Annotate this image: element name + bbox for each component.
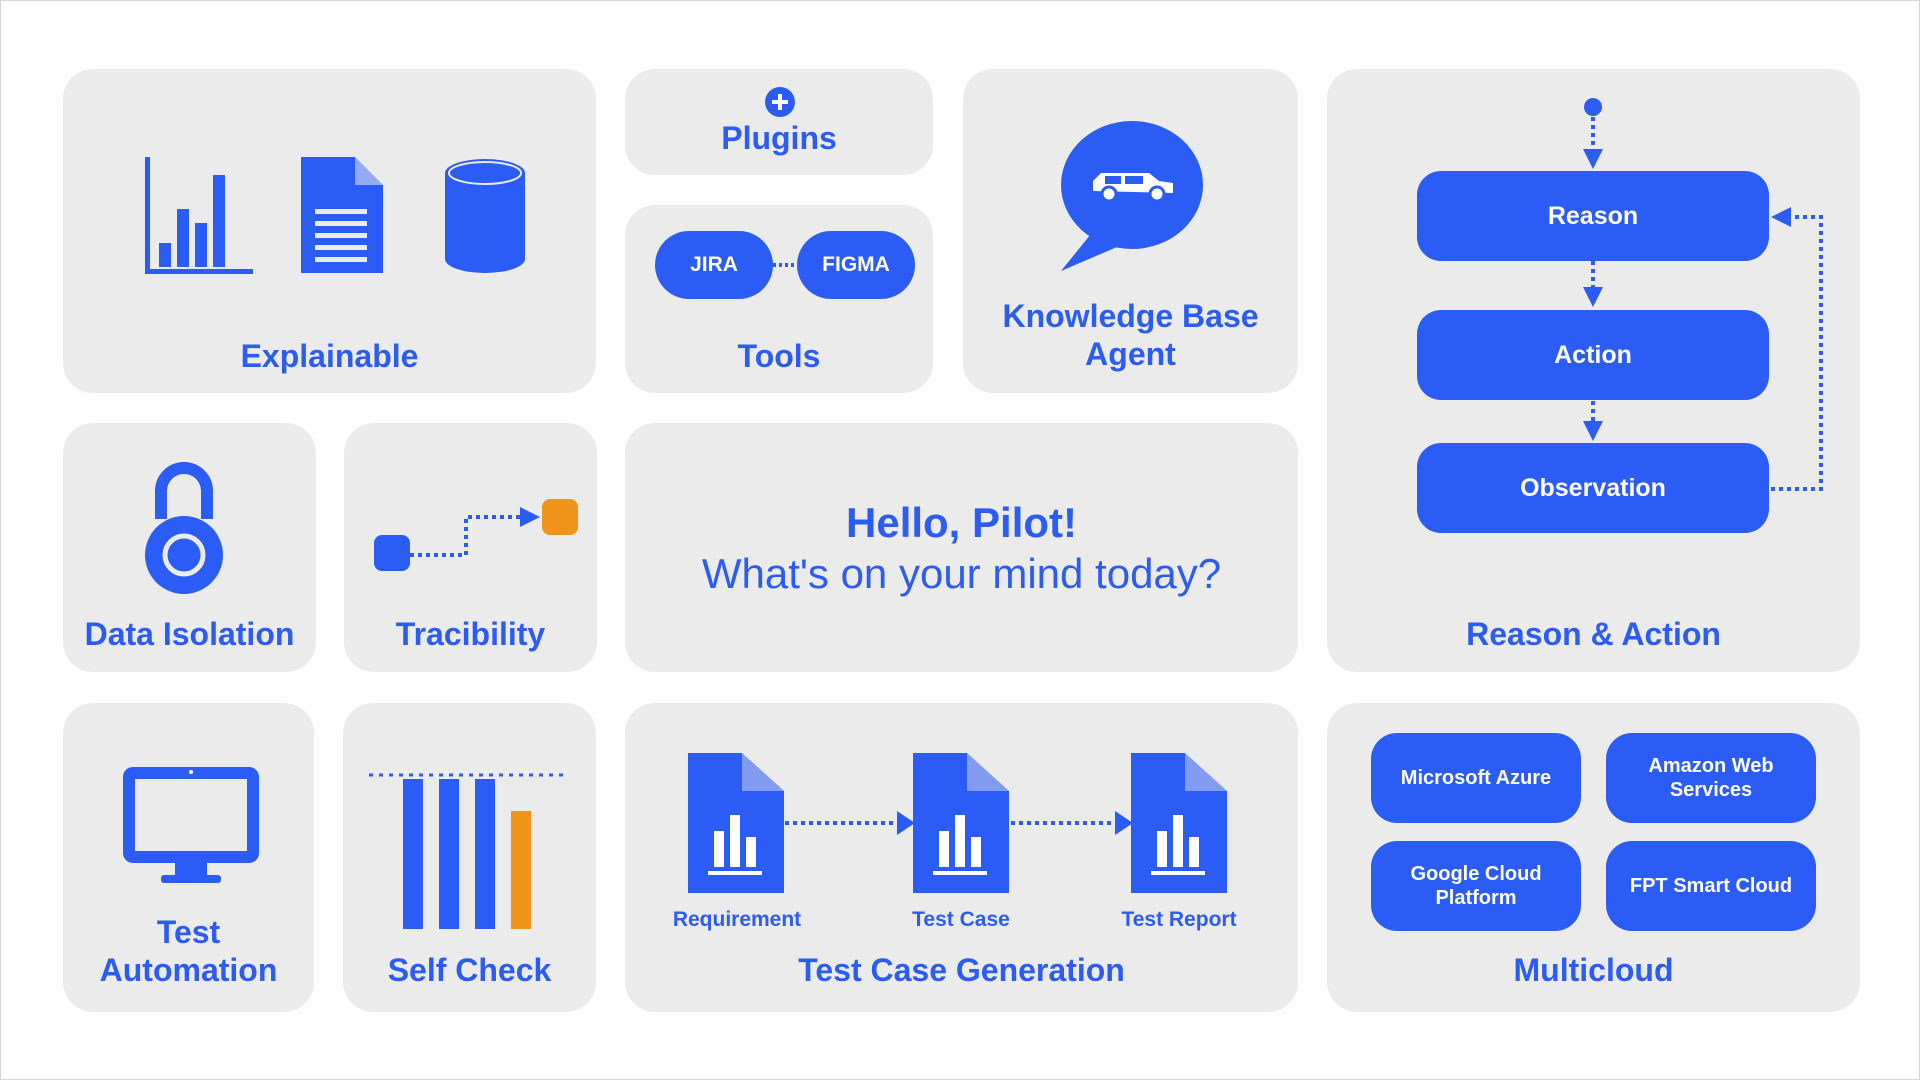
provider-google-cloud-platform[interactable]: Google Cloud Platform	[1371, 841, 1581, 931]
provider-microsoft-azure[interactable]: Microsoft Azure	[1371, 733, 1581, 823]
test-case-generation-card[interactable]: Requirement Test Case Test Report Test C…	[625, 703, 1298, 1012]
provider-line1: Amazon Web	[1648, 755, 1774, 777]
test-automation-label-line1: Test	[156, 914, 221, 950]
test-case-generation-label: Test Case Generation	[798, 952, 1125, 988]
bars-threshold-icon	[369, 773, 563, 929]
provider-line2: Platform	[1435, 887, 1517, 909]
knowledge-base-card[interactable]: Knowledge Base Agent	[963, 69, 1298, 393]
tracibility-card[interactable]: Tracibility	[344, 423, 597, 672]
test-case-flow	[688, 753, 1227, 893]
database-icon	[445, 159, 525, 273]
monitor-icon	[123, 767, 259, 883]
provider-fpt-smart-cloud[interactable]: FPT Smart Cloud	[1606, 841, 1816, 931]
data-isolation-label: Data Isolation	[84, 616, 295, 652]
test-automation-card[interactable]: Test Automation	[63, 703, 314, 1012]
react-flow-arrows	[1583, 98, 1823, 491]
hello-subtitle: What's on your mind today?	[701, 550, 1222, 597]
multicloud-label: Multicloud	[1513, 952, 1674, 988]
doc-caption-test-case: Test Case	[912, 908, 1010, 931]
provider-line2: Services	[1669, 779, 1753, 801]
hello-title: Hello, Pilot!	[846, 499, 1077, 546]
provider-line1: Microsoft Azure	[1400, 767, 1552, 789]
tool-connector	[773, 263, 797, 267]
provider-line1: FPT Smart Cloud	[1629, 875, 1793, 897]
doc-caption-requirement: Requirement	[672, 908, 802, 931]
padlock-icon	[145, 462, 223, 594]
provider-line1: Google Cloud	[1410, 863, 1542, 885]
bar-chart-icon	[145, 157, 253, 274]
document-icon	[301, 157, 383, 273]
requirement-doc-icon	[688, 753, 784, 893]
step-observation[interactable]: Observation	[1417, 443, 1769, 533]
hello-card[interactable]: Hello, Pilot! What's on your mind today?	[625, 423, 1298, 672]
multicloud-card[interactable]: Microsoft Azure Amazon Web Services Goog…	[1327, 703, 1860, 1012]
step-action[interactable]: Action	[1417, 310, 1769, 400]
tool-jira-pill[interactable]: JIRA	[655, 231, 773, 299]
tracibility-label: Tracibility	[395, 616, 546, 652]
data-isolation-card[interactable]: Data Isolation	[63, 423, 316, 672]
plus-circle-icon	[765, 87, 795, 117]
speech-bubble-car-icon	[1061, 121, 1203, 271]
reason-action-label: Reason & Action	[1466, 616, 1721, 652]
plugins-label: Plugins	[721, 120, 837, 156]
trace-path-icon	[374, 499, 578, 571]
explainable-label: Explainable	[240, 338, 419, 374]
test-report-doc-icon	[1131, 753, 1227, 893]
tools-label: Tools	[737, 338, 821, 374]
plugins-card[interactable]: Plugins	[625, 69, 933, 175]
step-reason[interactable]: Reason	[1417, 171, 1769, 261]
knowledge-base-label-line1: Knowledge Base	[1002, 298, 1259, 334]
tools-card[interactable]: JIRA FIGMA Tools	[625, 205, 933, 393]
tool-figma-pill[interactable]: FIGMA	[797, 231, 915, 299]
test-automation-label-line2: Automation	[99, 952, 278, 988]
reason-action-card[interactable]: Reason Action Observation Reason & Actio…	[1327, 69, 1860, 672]
provider-amazon-web-services[interactable]: Amazon Web Services	[1606, 733, 1816, 823]
self-check-card[interactable]: Self Check	[343, 703, 596, 1012]
test-case-doc-icon	[913, 753, 1009, 893]
knowledge-base-label-line2: Agent	[1085, 336, 1176, 372]
doc-caption-test-report: Test Report	[1121, 908, 1237, 931]
explainable-card[interactable]: Explainable	[63, 69, 596, 393]
self-check-label: Self Check	[387, 952, 552, 988]
